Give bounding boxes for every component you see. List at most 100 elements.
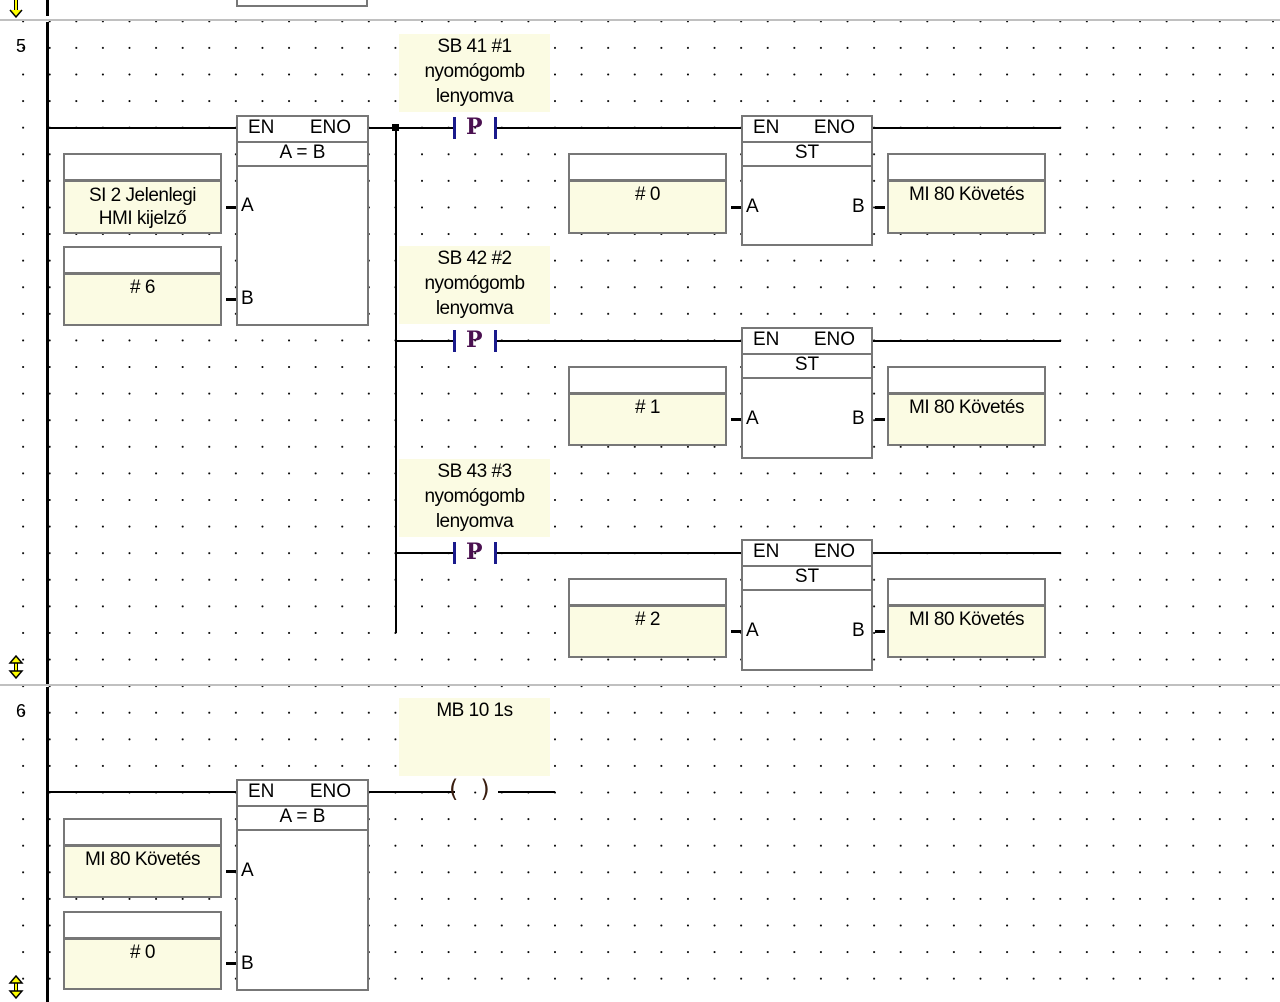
left-power-rail (46, 0, 49, 16)
contact-comment: nyomógomb (424, 486, 525, 507)
eno-pin-label: ENO (813, 541, 855, 562)
contact-comment: nyomógomb (424, 273, 525, 294)
pin-a-label: A (746, 196, 759, 217)
output-b-variable[interactable]: MI 80 Követés (887, 153, 1046, 234)
variable-name: MI 80 Követés (889, 395, 1044, 444)
input-a-constant[interactable]: # 1 (568, 366, 727, 446)
constant-value: # 6 (65, 275, 220, 324)
en-pin-label: EN (248, 781, 275, 802)
contact-comment: lenyomva (435, 86, 514, 107)
block-operation: ST (743, 565, 871, 591)
eno-wire (369, 791, 455, 793)
contact-comment: lenyomva (435, 298, 514, 319)
en-pin-label: EN (753, 541, 780, 562)
rung-wire (497, 340, 741, 342)
en-pin-label: EN (753, 329, 780, 350)
contact-label: SB 42 #2 nyomógomb lenyomva (399, 246, 550, 324)
pin-b-label: B (852, 408, 865, 429)
scroll-down-arrow-icon[interactable] (8, 0, 24, 20)
pin-a-connector (731, 630, 741, 633)
input-b-constant[interactable]: # 6 (63, 246, 222, 326)
contact-address: SB 42 #2 (437, 248, 512, 269)
contact-type: P (466, 539, 483, 565)
rung-separator[interactable] (0, 684, 1280, 686)
pin-b-label: B (852, 196, 865, 217)
contact-type: P (466, 114, 483, 140)
rung-wire (873, 340, 1061, 342)
pin-b-connector (875, 630, 885, 633)
rung-number: 6 (15, 701, 26, 721)
pin-a-connector (226, 870, 236, 873)
constant-value: # 0 (570, 182, 725, 232)
pin-a-label: A (746, 408, 759, 429)
pin-a-label: A (241, 860, 254, 881)
rung-wire (497, 552, 741, 554)
rung-resize-icon[interactable] (8, 655, 24, 679)
eno-pin-label: ENO (813, 329, 855, 350)
constant-value: # 0 (65, 940, 220, 988)
branch-junction (392, 124, 399, 131)
en-pin-label: EN (248, 117, 275, 138)
rung-wire (498, 791, 555, 793)
output-coil[interactable]: () (449, 775, 490, 803)
compare-equal-block[interactable]: EN ENO A = B (236, 779, 369, 991)
input-a-constant[interactable]: # 2 (568, 578, 727, 658)
constant-value: # 2 (570, 607, 725, 656)
left-power-rail (46, 687, 49, 1002)
input-a-variable[interactable]: MI 80 Követés (63, 818, 222, 898)
block-operation: ST (743, 353, 871, 379)
coil-open-paren: ( (449, 775, 459, 803)
eno-pin-label: ENO (309, 781, 351, 802)
block-operation: ST (743, 141, 871, 167)
output-b-variable[interactable]: MI 80 Követés (887, 578, 1046, 658)
store-block[interactable]: EN ENO ST (741, 539, 873, 671)
pin-a-connector (731, 206, 741, 209)
pin-b-label: B (852, 620, 865, 641)
coil-close-paren: ) (480, 775, 490, 803)
store-block[interactable]: EN ENO ST (741, 327, 873, 459)
positive-edge-contact[interactable]: P (453, 114, 499, 143)
contact-label: SB 43 #3 nyomógomb lenyomva (399, 459, 550, 537)
rung-resize-icon[interactable] (8, 975, 24, 999)
variable-name-line2: HMI kijelző (98, 208, 187, 229)
variable-name-line1: SI 2 Jelenlegi (88, 185, 197, 206)
output-b-variable[interactable]: MI 80 Követés (887, 366, 1046, 446)
variable-name: MI 80 Követés (889, 182, 1044, 232)
left-power-rail (46, 22, 49, 686)
rung-number: 5 (15, 36, 26, 56)
en-pin-label: EN (753, 117, 780, 138)
rung-wire (49, 791, 237, 793)
constant-value: # 1 (570, 395, 725, 444)
input-a-constant[interactable]: # 0 (568, 153, 727, 234)
variable-name: MI 80 Követés (889, 607, 1044, 656)
compare-equal-block[interactable]: EN ENO A = B (236, 115, 369, 326)
pin-b-label: B (241, 953, 254, 974)
pin-a-label: A (241, 195, 254, 216)
eno-pin-label: ENO (813, 117, 855, 138)
contact-comment: nyomógomb (424, 61, 525, 82)
pin-b-connector (226, 962, 236, 965)
contact-address: SB 41 #1 (437, 36, 512, 57)
pin-b-label: B (241, 288, 254, 309)
contact-address: SB 43 #3 (437, 461, 512, 482)
store-block[interactable]: EN ENO ST (741, 115, 873, 246)
coil-label: MB 10 1s (399, 698, 550, 776)
positive-edge-contact[interactable]: P (453, 327, 499, 356)
pin-a-label: A (746, 620, 759, 641)
eno-pin-label: ENO (309, 117, 351, 138)
rung-wire (49, 127, 237, 129)
contact-comment: lenyomva (435, 511, 514, 532)
branch-wire (396, 340, 454, 342)
input-b-constant[interactable]: # 0 (63, 911, 222, 990)
rung-wire (497, 127, 741, 129)
branch-vertical-wire (395, 128, 397, 633)
block-operation: A = B (238, 805, 367, 831)
block-operation: A = B (238, 141, 367, 167)
previous-rung-block-partial[interactable] (236, 0, 368, 7)
rung-wire (873, 552, 1061, 554)
positive-edge-contact[interactable]: P (453, 539, 499, 568)
rung-separator[interactable] (0, 19, 1280, 21)
contact-type: P (466, 327, 483, 353)
eno-wire (369, 127, 454, 129)
